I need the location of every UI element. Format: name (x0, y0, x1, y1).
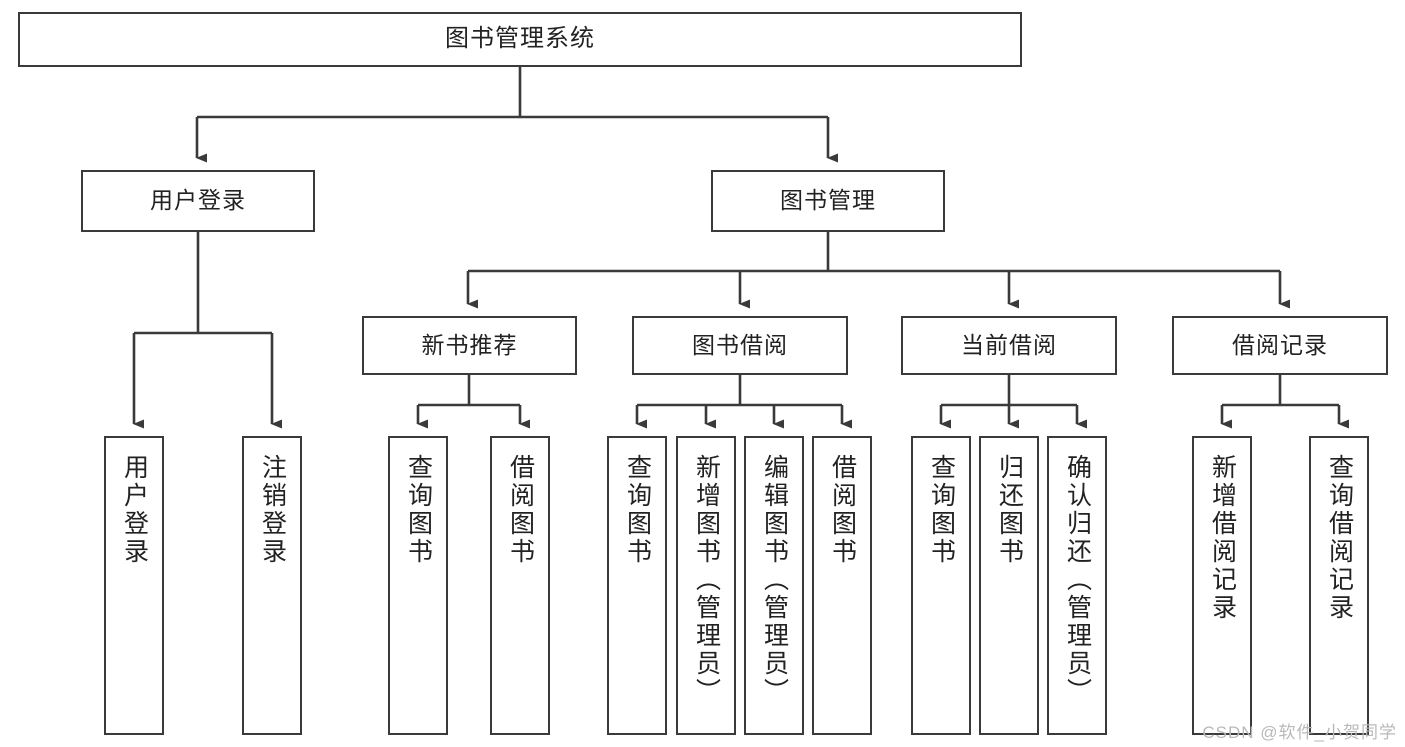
node-label: 编辑图书（管理员） (760, 454, 789, 706)
node-label: 查询图书 (404, 454, 433, 566)
node-label: 新增图书（管理员） (692, 454, 721, 706)
node-label: 借阅图书 (828, 454, 857, 566)
node-label: 确认归还（管理员） (1063, 454, 1092, 706)
leaf-borrow-borrow-book[interactable]: 借阅图书 (812, 436, 872, 735)
leaf-record-add[interactable]: 新增借阅记录 (1192, 436, 1252, 735)
node-current-borrow[interactable]: 当前借阅 (901, 316, 1117, 375)
node-user-login[interactable]: 用户登录 (81, 170, 315, 232)
node-label: 注销登录 (258, 454, 287, 566)
node-label: 查询图书 (623, 454, 652, 566)
leaf-borrow-add-book[interactable]: 新增图书（管理员） (676, 436, 736, 735)
node-label: 查询图书 (927, 454, 956, 566)
node-label: 新增借阅记录 (1208, 454, 1237, 622)
node-label: 图书管理系统 (445, 25, 595, 53)
leaf-current-return-book[interactable]: 归还图书 (979, 436, 1039, 735)
node-label: 归还图书 (995, 454, 1024, 566)
leaf-current-query-book[interactable]: 查询图书 (911, 436, 971, 735)
node-label: 借阅图书 (506, 454, 535, 566)
node-book-management[interactable]: 图书管理 (711, 170, 945, 232)
node-label: 查询借阅记录 (1325, 454, 1354, 622)
leaf-borrow-edit-book[interactable]: 编辑图书（管理员） (744, 436, 804, 735)
node-root-system[interactable]: 图书管理系统 (18, 12, 1022, 67)
leaf-current-confirm-return[interactable]: 确认归还（管理员） (1047, 436, 1107, 735)
node-label: 用户登录 (120, 454, 149, 566)
node-label: 当前借阅 (961, 331, 1057, 358)
node-borrow-record[interactable]: 借阅记录 (1172, 316, 1388, 375)
leaf-recommend-query-book[interactable]: 查询图书 (388, 436, 448, 735)
leaf-user-login[interactable]: 用户登录 (104, 436, 164, 735)
node-new-book-recommend[interactable]: 新书推荐 (362, 316, 577, 375)
leaf-user-logout[interactable]: 注销登录 (242, 436, 302, 735)
leaf-recommend-borrow-book[interactable]: 借阅图书 (490, 436, 550, 735)
node-label: 借阅记录 (1232, 331, 1328, 358)
node-label: 新书推荐 (421, 331, 518, 358)
node-label: 图书管理 (780, 187, 876, 214)
node-book-borrow[interactable]: 图书借阅 (632, 316, 848, 375)
node-label: 图书借阅 (692, 331, 788, 358)
leaf-record-query[interactable]: 查询借阅记录 (1309, 436, 1369, 735)
node-label: 用户登录 (150, 187, 246, 214)
leaf-borrow-query-book[interactable]: 查询图书 (607, 436, 667, 735)
